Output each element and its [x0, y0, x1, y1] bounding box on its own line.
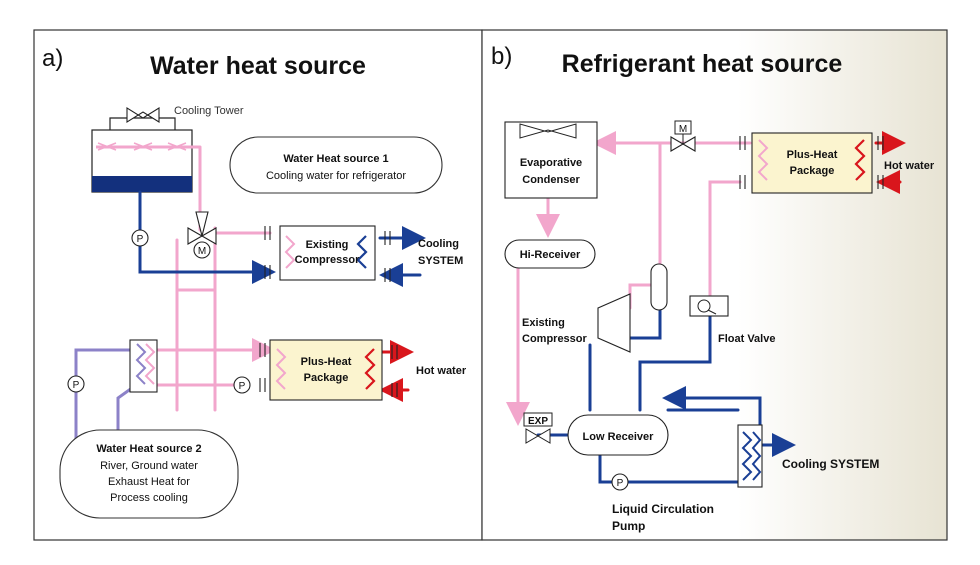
separator	[650, 263, 668, 311]
heat-exchanger-b	[737, 424, 763, 488]
heat-source-1-subtitle: Cooling water for refrigerator	[266, 170, 406, 182]
pump-label-line2: Pump	[612, 519, 645, 533]
pump-icon	[131, 229, 149, 247]
panel-b: b) Refrigerant heat source Evaporativ	[481, 29, 948, 541]
package-a-line2: Package	[304, 372, 349, 384]
cooling-label-line1: Cooling	[418, 238, 459, 250]
compressor-icon	[597, 293, 631, 353]
cooling-label-line2: SYSTEM	[418, 255, 463, 267]
pump-symbol-a3: P	[73, 380, 80, 391]
cooling-system-label: Cooling SYSTEM	[782, 457, 879, 471]
condenser-line1: Evaporative	[520, 157, 582, 169]
hi-receiver-label: Hi-Receiver	[520, 249, 581, 261]
low-receiver	[567, 414, 669, 456]
hot-water-label-a: Hot water	[416, 365, 467, 377]
motor-icon	[193, 241, 211, 259]
float-valve-label: Float Valve	[718, 333, 775, 345]
heat-source-1-title: Water Heat source 1	[283, 153, 388, 165]
pump-label-line1: Liquid Circulation	[612, 502, 714, 516]
pump-symbol-b: P	[617, 478, 624, 489]
heat-source-2-box	[59, 429, 239, 519]
evaporative-condenser: Evaporative Condenser	[504, 121, 598, 199]
motor-symbol-b: M	[679, 124, 687, 135]
cooling-tower: Cooling Tower	[91, 105, 244, 193]
existing-compressor-box	[279, 225, 376, 281]
existing-compressor-line1: Existing	[522, 317, 565, 329]
exp-label: EXP	[528, 416, 548, 427]
compressor-label-line1: Existing	[306, 239, 349, 251]
low-receiver-label: Low Receiver	[583, 431, 655, 443]
motor-valve: M	[670, 120, 696, 152]
heat-source-2-line3: Process cooling	[110, 492, 188, 504]
panel-b-title: Refrigerant heat source	[562, 50, 843, 78]
panel-a-title: Water heat source	[150, 52, 366, 80]
motor-symbol-a: M	[198, 246, 206, 257]
cooling-tower-label: Cooling Tower	[174, 105, 244, 117]
hot-water-label-b: Hot water	[884, 160, 935, 172]
heat-source-2-line1: River, Ground water	[100, 460, 198, 472]
expansion-valve: EXP	[523, 412, 553, 444]
condenser-line2: Condenser	[522, 174, 580, 186]
panel-b-pipes	[506, 131, 906, 484]
hi-receiver	[504, 239, 596, 269]
compressor-label-line2: Compressor	[295, 254, 361, 266]
pump-symbol-a2: P	[239, 381, 246, 392]
pump-symbol-a1: P	[137, 234, 144, 245]
heat-source-2-title: Water Heat source 2	[96, 443, 201, 455]
pump-icon	[67, 375, 85, 393]
fan-icon	[126, 107, 160, 123]
plus-heat-package-b	[751, 132, 873, 194]
panel-b-letter: b)	[491, 43, 512, 70]
pump-icon	[233, 376, 251, 394]
panel-a: a) Water heat source Cooling Tower Water…	[33, 29, 483, 541]
flanges-a	[259, 226, 398, 397]
pump-icon	[611, 473, 629, 491]
flanges-b	[739, 136, 884, 189]
panel-b-frame	[481, 29, 948, 541]
heat-source-1-box	[229, 136, 443, 194]
heat-exchanger-a	[129, 339, 158, 393]
panel-a-letter: a)	[42, 45, 63, 72]
package-b-line1: Plus-Heat	[787, 149, 838, 161]
package-b-line2: Package	[790, 165, 835, 177]
plus-heat-package-a	[269, 339, 383, 401]
existing-compressor-line2: Compressor	[522, 333, 588, 345]
heat-source-2-line2: Exhaust Heat for	[108, 476, 190, 488]
three-way-valve: M	[187, 211, 217, 259]
package-a-line1: Plus-Heat	[301, 356, 352, 368]
